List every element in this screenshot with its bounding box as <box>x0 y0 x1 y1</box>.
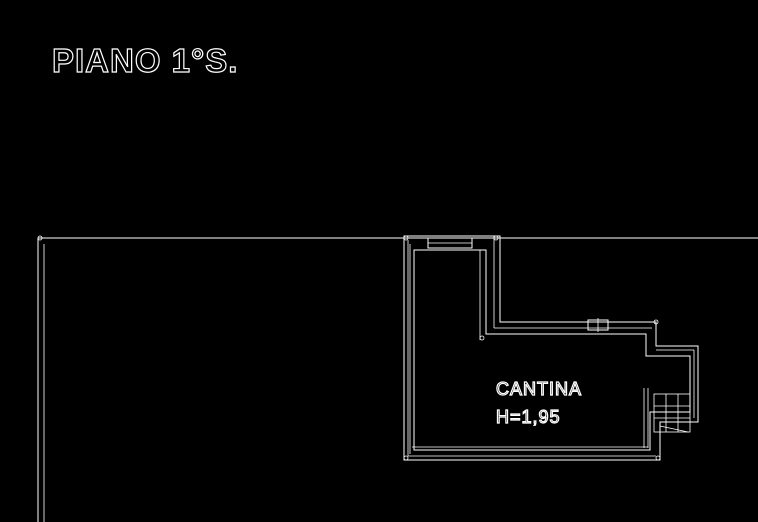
corner-marker <box>653 319 659 325</box>
plan-title: PIANO 1°S. <box>52 42 238 79</box>
room-name: CANTINA <box>496 379 582 399</box>
stair-diagonal <box>659 425 689 433</box>
corner-marker <box>493 235 499 241</box>
stair-fixture <box>653 393 691 433</box>
corner-marker <box>37 235 43 241</box>
corner-marker <box>655 455 661 461</box>
corner-marker <box>403 235 409 241</box>
cantina-outer-wall <box>403 235 699 461</box>
cantina-inner-wall <box>413 249 691 451</box>
corner-marker <box>403 455 409 461</box>
corner-marker <box>479 335 485 341</box>
room-height: H=1,95 <box>496 407 561 427</box>
building-outline <box>37 235 758 522</box>
stair-box <box>653 393 691 433</box>
cantina-walls <box>403 235 699 461</box>
